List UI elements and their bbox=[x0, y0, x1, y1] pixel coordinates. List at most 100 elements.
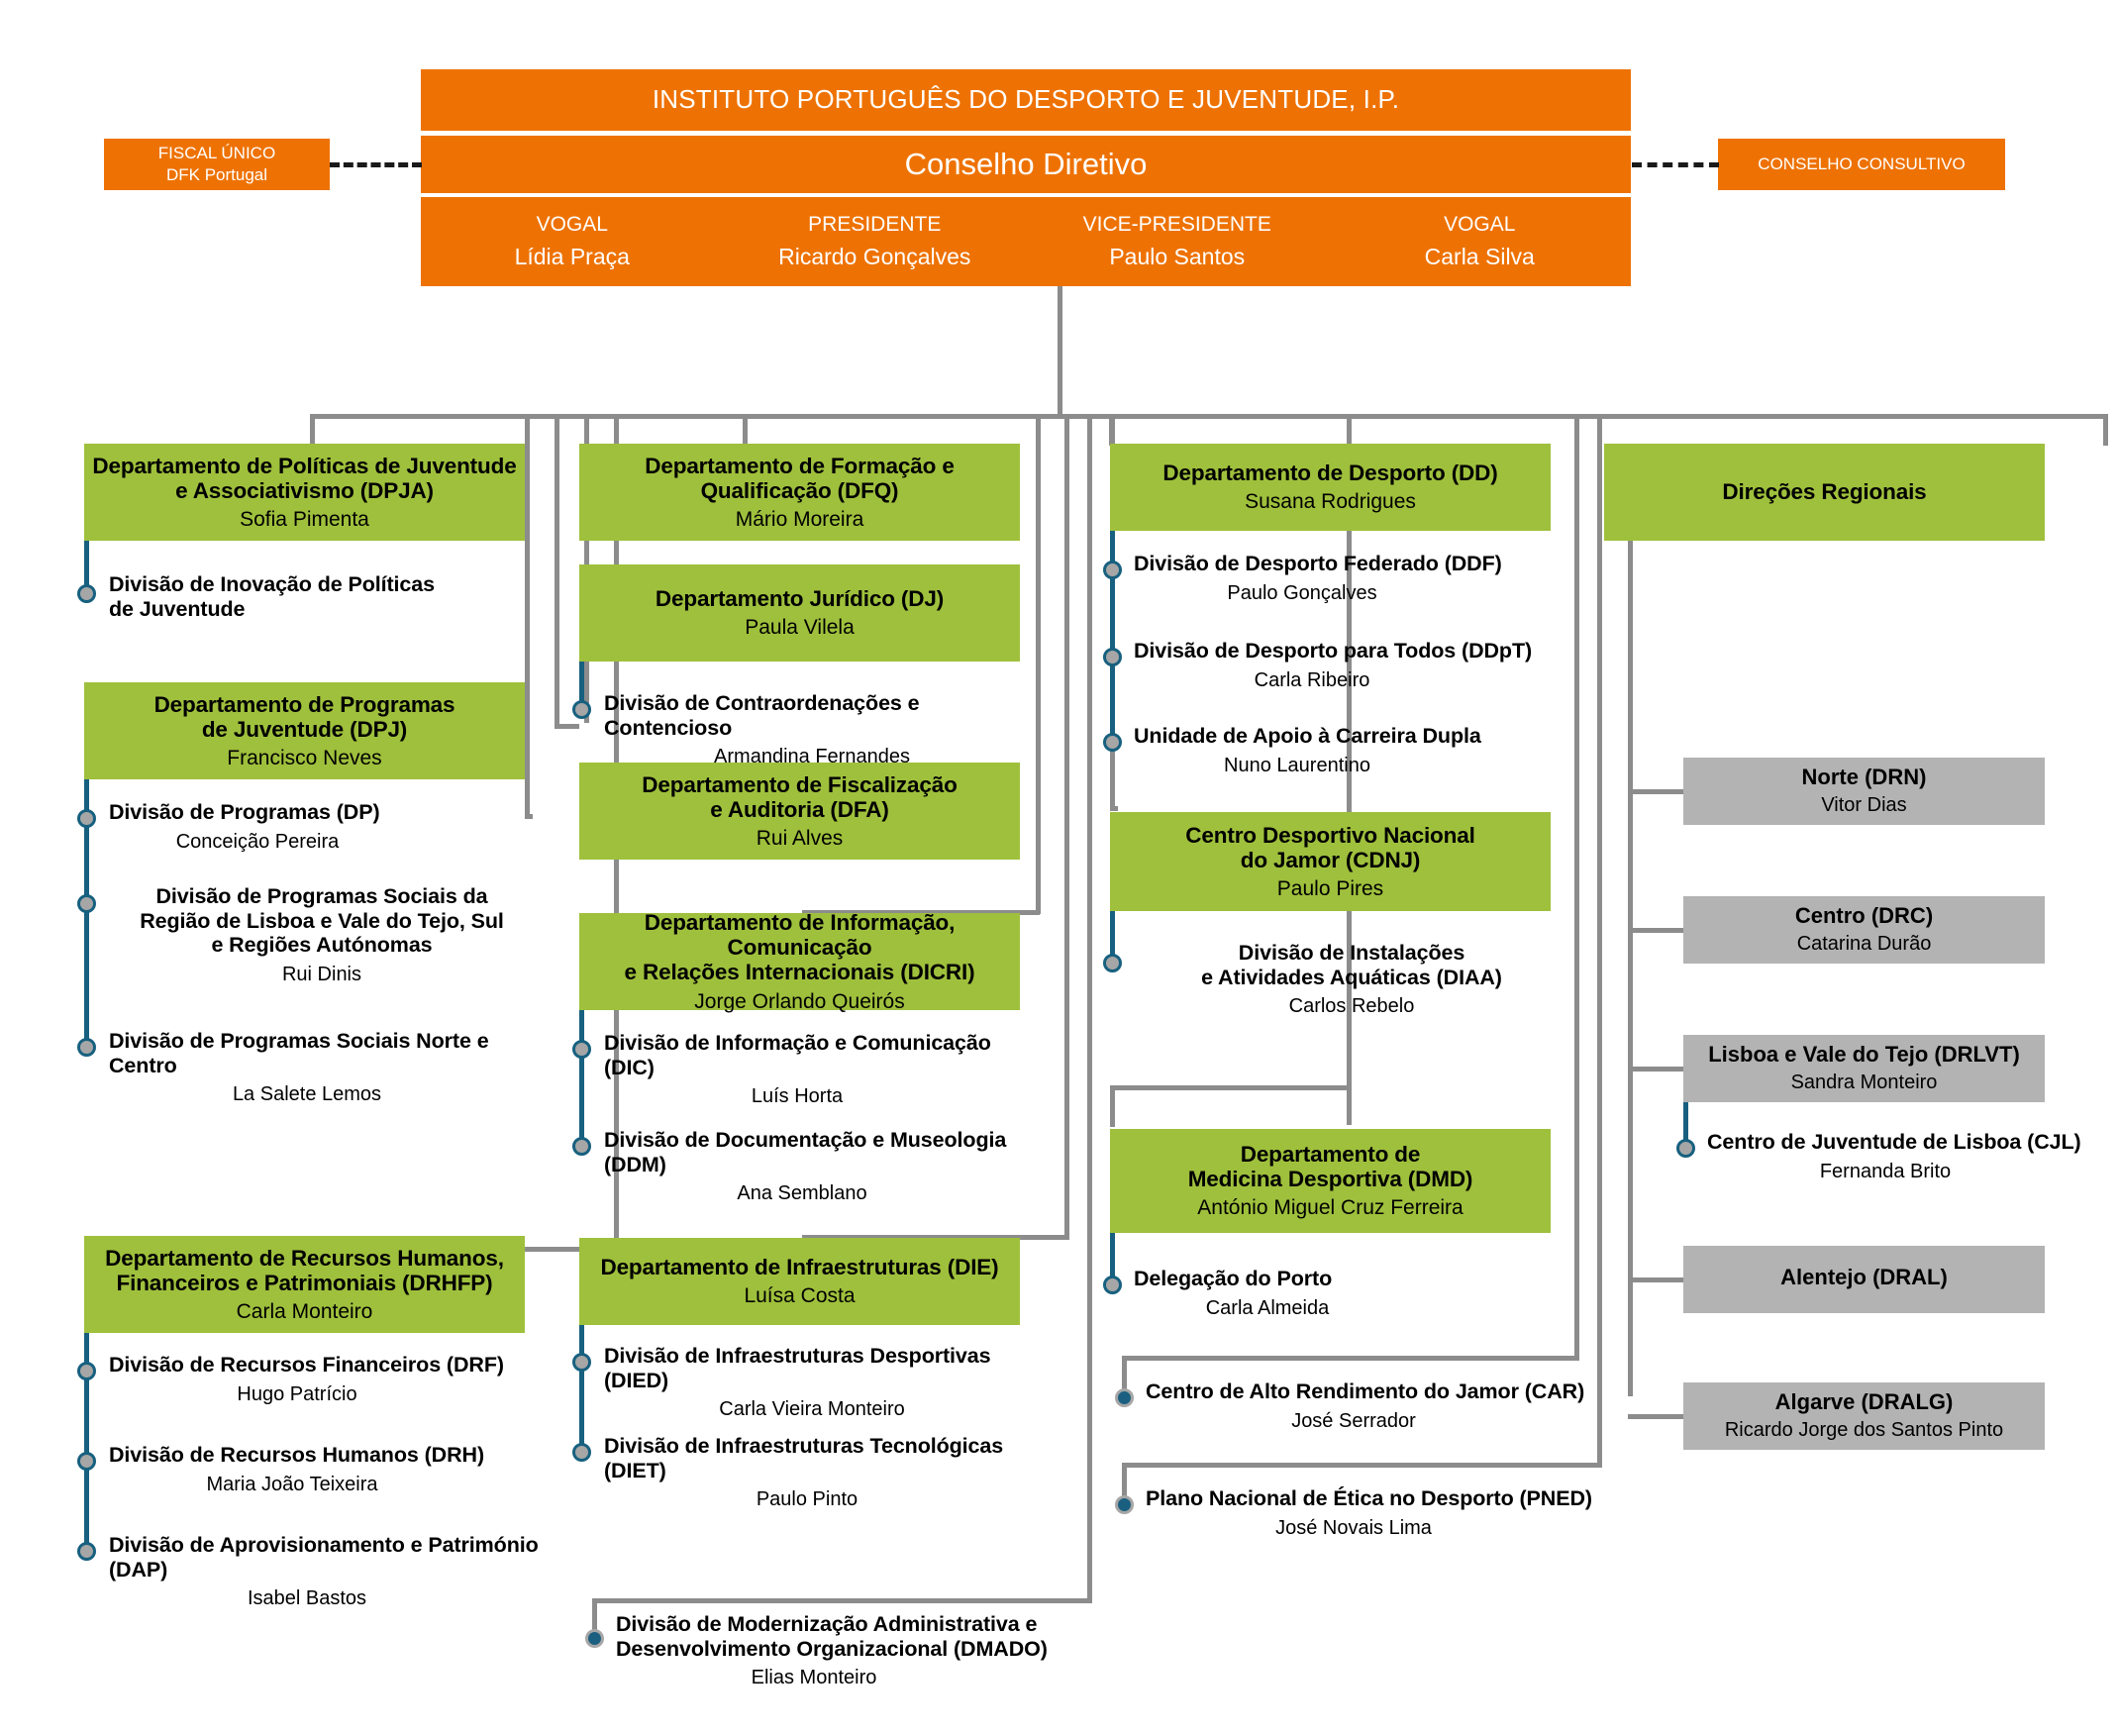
dept-dmd-name: António Miguel Cruz Ferreira bbox=[1197, 1196, 1464, 1220]
dept-die-box: Departamento de Infraestruturas (DIE) Lu… bbox=[579, 1238, 1020, 1325]
div-contraordenacoes-contencioso: Divisão de Contraordenações e Contencios… bbox=[604, 691, 920, 767]
dept-drhfp-box: Departamento de Recursos Humanos, Financ… bbox=[84, 1236, 525, 1333]
dept-dj-name: Paula Vilela bbox=[745, 616, 855, 640]
dept-dpja-box: Departamento de Políticas de Juventude e… bbox=[84, 444, 525, 541]
spine-dfa bbox=[555, 414, 559, 728]
dept-dmd-box: Departamento de Medicina Desportiva (DMD… bbox=[1110, 1129, 1551, 1233]
institute-title-box: INSTITUTO PORTUGUÊS DO DESPORTO E JUVENT… bbox=[421, 69, 1631, 131]
cd-member-name: Paulo Santos bbox=[1109, 244, 1246, 270]
dept-cdnj-box: Centro Desportivo Nacional do Jamor (CDN… bbox=[1110, 812, 1551, 911]
dept-dpja-title: Departamento de Políticas de Juventude e… bbox=[92, 453, 517, 503]
div-aprovisionamento-patrimonio: Divisão de Aprovisionamento e Património… bbox=[109, 1533, 539, 1609]
cd-member-vogal-2: VOGAL Carla Silva bbox=[1329, 213, 1632, 270]
stem-die bbox=[579, 1325, 584, 1452]
conselho-consultivo-connector bbox=[1632, 162, 1719, 167]
spine-dmado-drop bbox=[592, 1598, 597, 1642]
region-centro-box: Centro (DRC) Catarina Durão bbox=[1683, 896, 2045, 964]
conselho-diretivo-members-box: VOGAL Lídia Praça PRESIDENTE Ricardo Gon… bbox=[421, 197, 1631, 286]
dept-dd-name: Susana Rodrigues bbox=[1245, 490, 1416, 514]
dept-dpj-name: Francisco Neves bbox=[227, 746, 382, 769]
bullet-car bbox=[1115, 1388, 1134, 1407]
div-inovacao-politicas: Divisão de Inovação de Políticas de Juve… bbox=[109, 572, 435, 621]
spine-dfa-h bbox=[555, 724, 579, 729]
dept-dpj-title: Departamento de Programas de Juventude (… bbox=[153, 691, 455, 742]
div-recursos-financeiros: Divisão de Recursos Financeiros (DRF) Hu… bbox=[109, 1353, 504, 1405]
stem-dpj bbox=[84, 779, 89, 1047]
regional-branch-algarve bbox=[1628, 1414, 1685, 1419]
bullet-div-inovacao bbox=[77, 584, 96, 603]
stem-drhfp bbox=[84, 1333, 89, 1549]
dept-cdnj-name: Paulo Pires bbox=[1276, 876, 1384, 900]
region-algarve-box: Algarve (DRALG) Ricardo Jorge dos Santos… bbox=[1683, 1382, 2045, 1450]
institute-title: INSTITUTO PORTUGUÊS DO DESPORTO E JUVENT… bbox=[652, 84, 1400, 115]
region-name: Catarina Durão bbox=[1796, 933, 1932, 956]
spine-dpj-h bbox=[525, 814, 533, 819]
region-alentejo-box: Alentejo (DRAL) bbox=[1683, 1246, 2045, 1313]
bullet-div-dpslvt bbox=[77, 894, 96, 913]
cd-member-role: PRESIDENTE bbox=[808, 212, 942, 236]
dept-dicri-title: Departamento de Informação, Comunicação … bbox=[624, 909, 975, 985]
spine-dpj bbox=[525, 414, 530, 818]
spine-dmd bbox=[1347, 414, 1352, 1125]
main-trunk-vertical bbox=[1058, 286, 1062, 416]
direcoes-regionais-box: Direções Regionais bbox=[1604, 444, 2045, 541]
unit-plano-nacional-etica: Plano Nacional de Ética no Desporto (PNE… bbox=[1146, 1486, 1592, 1539]
spine-dmd-drop bbox=[1110, 1085, 1115, 1127]
dept-dfq-box: Departamento de Formação e Qualificação … bbox=[579, 444, 1020, 541]
cd-member-name: Carla Silva bbox=[1424, 244, 1535, 270]
drop-dfq bbox=[743, 414, 748, 446]
spine-pned-h bbox=[1122, 1463, 1602, 1468]
bullet-div-ddpt bbox=[1103, 648, 1122, 666]
stem-dj bbox=[579, 662, 584, 709]
bullet-div-diet bbox=[572, 1443, 591, 1462]
dept-dfq-name: Mário Moreira bbox=[735, 507, 864, 531]
region-norte-box: Norte (DRN) Vitor Dias bbox=[1683, 758, 2045, 825]
cd-member-vogal-1: VOGAL Lídia Praça bbox=[421, 213, 724, 270]
bullet-div-drh bbox=[77, 1452, 96, 1471]
region-title: Algarve (DRALG) bbox=[1774, 1389, 1954, 1415]
dept-drhfp-title: Departamento de Recursos Humanos, Financ… bbox=[105, 1245, 504, 1295]
bullet-div-ddf bbox=[1103, 561, 1122, 579]
bullet-div-ddm bbox=[572, 1137, 591, 1156]
bullet-div-dcc bbox=[572, 700, 591, 719]
dept-dmd-title: Departamento de Medicina Desportiva (DMD… bbox=[1187, 1142, 1473, 1192]
conselho-consultivo-box: CONSELHO CONSULTIVO bbox=[1718, 139, 2005, 190]
bullet-pned bbox=[1115, 1495, 1134, 1514]
div-unidade-carreira-dupla: Unidade de Apoio à Carreira Dupla Nuno L… bbox=[1134, 724, 1481, 776]
dept-dfa-title: Departamento de Fiscalização e Auditoria… bbox=[642, 771, 958, 822]
dept-dj-box: Departamento Jurídico (DJ) Paula Vilela bbox=[579, 564, 1020, 662]
region-title: Lisboa e Vale do Tejo (DRLVT) bbox=[1708, 1042, 2020, 1068]
region-lvt-box: Lisboa e Vale do Tejo (DRLVT) Sandra Mon… bbox=[1683, 1035, 2045, 1102]
bullet-div-drf bbox=[77, 1362, 96, 1380]
dept-dd-box: Departamento de Desporto (DD) Susana Rod… bbox=[1110, 444, 1551, 531]
spine-drhfp-h bbox=[525, 1247, 619, 1252]
region-title: Alentejo (DRAL) bbox=[1780, 1264, 1948, 1289]
bullet-div-dmado bbox=[585, 1629, 604, 1648]
fiscal-unico-entity: DFK Portugal bbox=[165, 165, 268, 184]
spine-dmd-h bbox=[1110, 1085, 1352, 1090]
div-modernizacao-administrativa: Divisão de Modernização Administrativa e… bbox=[616, 1612, 1048, 1688]
div-programas-sociais-lvt: Divisão de Programas Sociais da Região d… bbox=[140, 884, 504, 985]
div-instalacoes-atividades-aquaticas: Divisão de Instalações e Atividades Aquá… bbox=[1201, 941, 1502, 1017]
div-infraestruturas-desportivas: Divisão de Infraestruturas Desportivas (… bbox=[604, 1344, 991, 1420]
stem-cdnj bbox=[1110, 911, 1115, 964]
main-trunk-horizontal bbox=[310, 414, 2104, 419]
div-desporto-federado: Divisão de Desporto Federado (DDF) Paulo… bbox=[1134, 552, 1502, 604]
div-centro-juventude-lisboa: Centro de Juventude de Lisboa (CJL) Fern… bbox=[1707, 1130, 2081, 1182]
dept-cdnj-title: Centro Desportivo Nacional do Jamor (CDN… bbox=[1185, 822, 1475, 872]
spine-cdnj-h bbox=[1110, 806, 1118, 811]
regional-branch-alentejo bbox=[1628, 1277, 1685, 1282]
div-desporto-para-todos: Divisão de Desporto para Todos (DDpT) Ca… bbox=[1134, 639, 1533, 691]
fiscal-unico-title: FISCAL ÚNICO bbox=[157, 143, 276, 162]
unit-centro-alto-rendimento: Centro de Alto Rendimento do Jamor (CAR)… bbox=[1146, 1379, 1585, 1432]
spine-pned bbox=[1597, 414, 1602, 1467]
spine-pned-drop bbox=[1122, 1463, 1127, 1504]
div-infraestruturas-tecnologicas: Divisão de Infraestruturas Tecnológicas … bbox=[604, 1434, 1004, 1510]
stem-dd bbox=[1110, 531, 1115, 743]
dept-dj-title: Departamento Jurídico (DJ) bbox=[655, 586, 945, 612]
cd-member-presidente: PRESIDENTE Ricardo Gonçalves bbox=[724, 213, 1027, 270]
region-name: Sandra Monteiro bbox=[1790, 1072, 1938, 1094]
cd-member-role: VOGAL bbox=[536, 212, 608, 236]
bullet-div-diaa bbox=[1103, 954, 1122, 972]
spine-car-drop bbox=[1122, 1356, 1127, 1397]
